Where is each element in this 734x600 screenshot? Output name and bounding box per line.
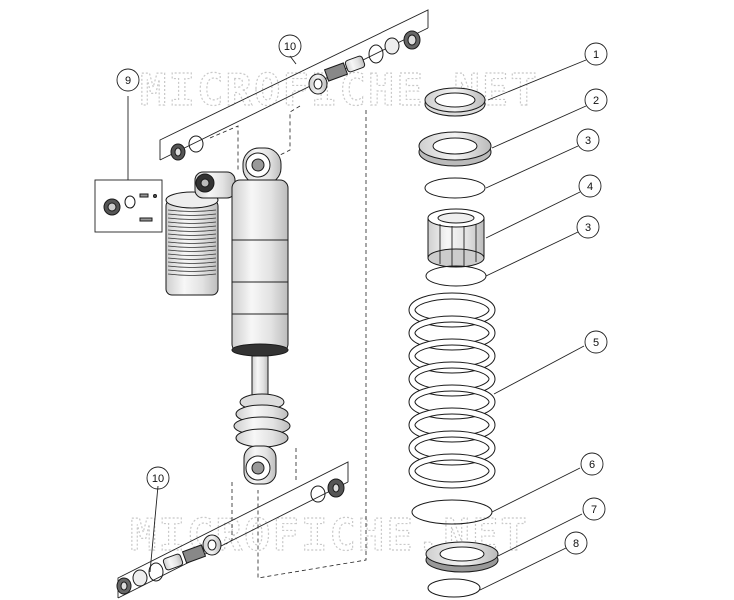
upper-mount-eye [242, 147, 282, 185]
callout-10-lower[interactable]: 10 [146, 466, 170, 490]
svg-text:9: 9 [125, 75, 131, 87]
svg-text:10: 10 [284, 41, 296, 53]
callout-10-upper[interactable]: 10 [278, 34, 302, 58]
upper-left-washers [170, 135, 204, 161]
o-ring-bottom [427, 578, 481, 598]
callout-3-lower[interactable]: 3 [576, 215, 600, 239]
callout-4[interactable]: 4 [578, 174, 602, 198]
svg-text:6: 6 [589, 459, 595, 471]
o-ring-lower [425, 265, 487, 287]
svg-text:10: 10 [152, 473, 164, 485]
reservoir-head [194, 171, 236, 199]
callout-8[interactable]: 8 [564, 531, 588, 555]
callout-5[interactable]: 5 [584, 330, 608, 354]
svg-text:3: 3 [585, 135, 591, 147]
callout-2[interactable]: 2 [584, 88, 608, 112]
callout-9[interactable]: 9 [116, 68, 140, 92]
spring-seat [411, 499, 493, 525]
reservoir-bellows [165, 191, 219, 296]
svg-text:2: 2 [593, 95, 599, 107]
shock-absorber-body [165, 147, 291, 485]
spring-adjuster-ring [418, 131, 492, 167]
piston-shaft [251, 355, 269, 397]
svg-text:7: 7 [591, 504, 597, 516]
bump-stop [233, 393, 291, 448]
assembly-guide-line [257, 110, 367, 579]
callout-1[interactable]: 1 [584, 42, 608, 66]
lock-ring-nut [424, 87, 486, 117]
lower-mount-eye [243, 445, 277, 485]
lower-spring-retainer [425, 541, 499, 573]
coil-spring [408, 292, 496, 489]
reservoir-adjuster-box [94, 96, 163, 233]
spring-stack [408, 87, 499, 598]
main-cylinder [231, 179, 289, 353]
spring-collar [427, 208, 485, 268]
svg-text:3: 3 [585, 222, 591, 234]
callout-6[interactable]: 6 [580, 452, 604, 476]
callout-leaders [149, 55, 587, 591]
upper-bushing-parts [308, 30, 421, 95]
upper-hardware-group [159, 9, 429, 170]
svg-text:1: 1 [593, 49, 599, 61]
callout-7[interactable]: 7 [582, 497, 606, 521]
svg-text:4: 4 [587, 181, 593, 193]
svg-text:5: 5 [593, 337, 599, 349]
callout-3-upper[interactable]: 3 [576, 128, 600, 152]
o-ring-upper [424, 177, 486, 199]
lower-hardware-group [116, 448, 349, 599]
svg-text:8: 8 [573, 538, 579, 550]
